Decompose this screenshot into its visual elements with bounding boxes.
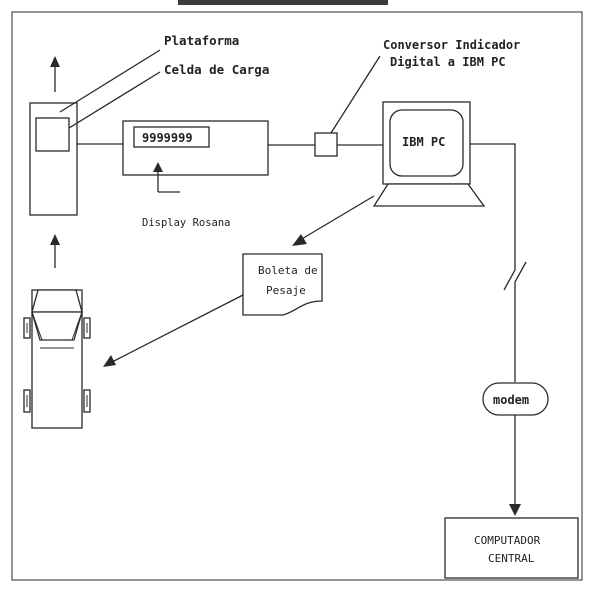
- display-readout-value: 9999999: [142, 131, 193, 145]
- boleta-label-line2: Pesaje: [266, 284, 306, 297]
- pc-label: IBM PC: [402, 135, 445, 149]
- modem-label: modem: [493, 393, 529, 407]
- platform-up-arrow-head: [50, 56, 60, 67]
- cropped-title-strip: [178, 0, 388, 5]
- truck-icon: [23, 289, 91, 429]
- pc-keyboard: [372, 183, 486, 207]
- pc-modem-line-upper: [470, 143, 516, 291]
- display-caption-pointer-head: [153, 162, 163, 172]
- computador-central-box: [444, 517, 579, 579]
- pc-boleta-arrow-shaft: [299, 195, 375, 241]
- plataforma-label: Plataforma: [164, 33, 239, 48]
- truck-up-arrow-head: [50, 234, 60, 245]
- boleta-document: [242, 253, 323, 316]
- conversor-label-line2: Digital a IBM PC: [390, 55, 506, 69]
- display-readout-box: [133, 126, 210, 148]
- pc-monitor-screen: [389, 109, 464, 177]
- pc-boleta-arrow-head: [292, 234, 307, 246]
- pc-modem-line-lower: [514, 261, 527, 382]
- celda-de-carga-label: Celda de Carga: [164, 62, 269, 77]
- celda-leader-line: [68, 71, 161, 129]
- outer-frame: [11, 11, 583, 581]
- modem-central-arrow-head: [509, 504, 521, 516]
- boleta-label-line1: Boleta de: [258, 264, 318, 277]
- computador-central-label-line1: COMPUTADOR: [474, 534, 541, 547]
- conversor-box: [314, 132, 338, 157]
- conversor-label-line1: Conversor Indicador: [383, 38, 520, 52]
- computador-central-label-line2: CENTRAL: [488, 552, 535, 565]
- boleta-truck-arrow-shaft: [111, 294, 244, 363]
- boleta-truck-arrow-head: [103, 355, 116, 367]
- plataforma-leader-line: [59, 49, 161, 113]
- conversor-leader-line: [330, 55, 381, 134]
- display-rosana-caption: Display Rosana: [142, 217, 231, 229]
- load-cell-box: [35, 117, 70, 152]
